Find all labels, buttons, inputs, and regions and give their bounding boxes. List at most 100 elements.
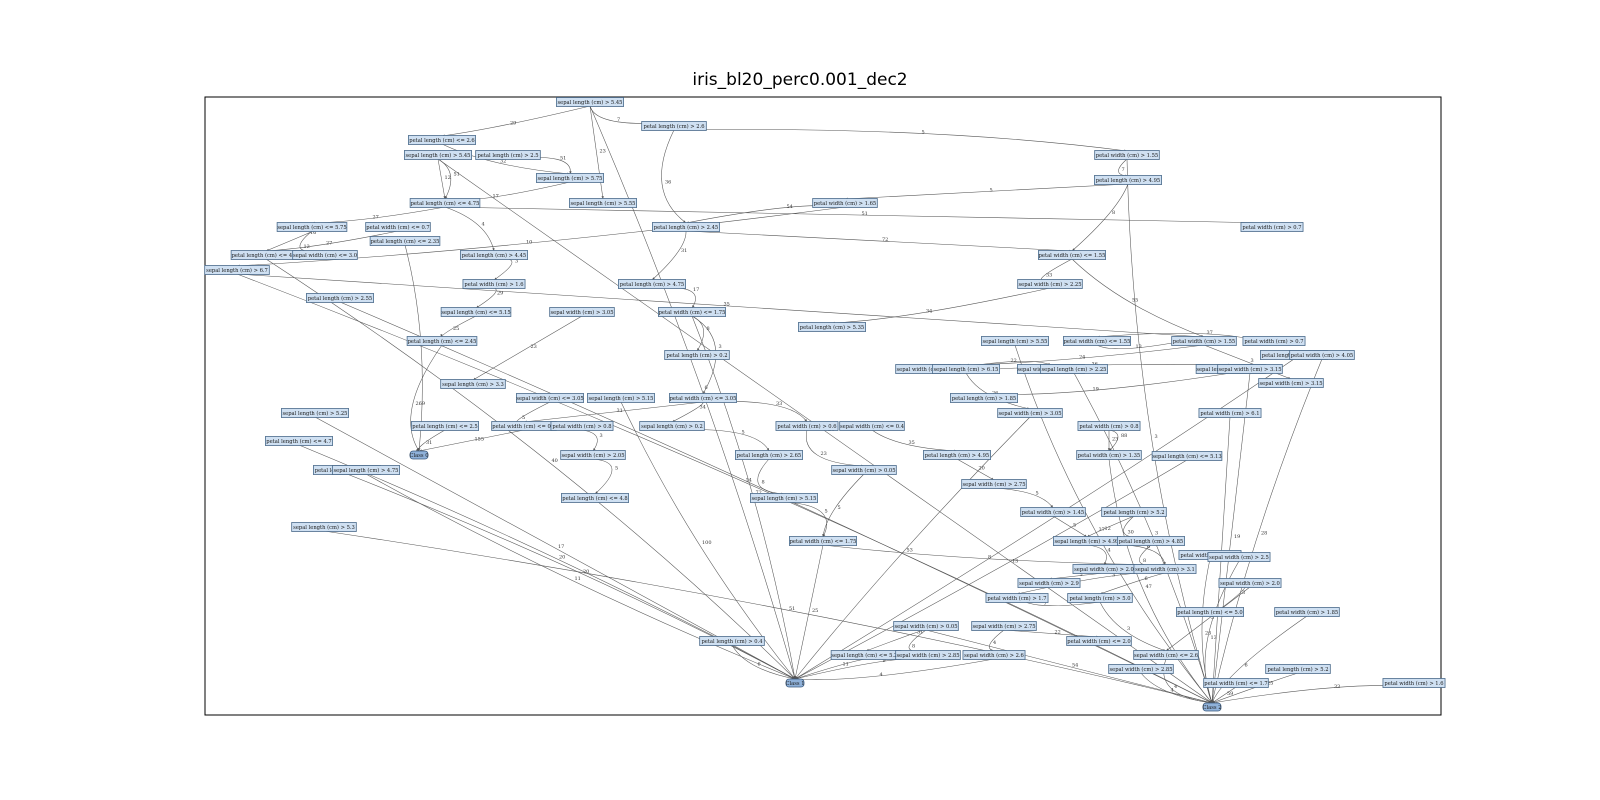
node-label: petal width (cm) <= 2.0 — [1067, 638, 1130, 645]
edge-label: 27 — [373, 215, 379, 221]
node-box — [440, 379, 506, 389]
edge-arrowhead — [1210, 700, 1213, 703]
node-label: petal length (cm) > 2.65 — [737, 452, 801, 459]
edge-label: 28 — [1261, 531, 1267, 537]
edge-label: 29 — [497, 290, 503, 296]
edge-label: 27 — [326, 241, 332, 247]
condition-node: sepal width (cm) > 2.75 — [961, 479, 1027, 489]
condition-node: petal width (cm) > 1.45 — [1020, 507, 1086, 517]
node-label: sepal width (cm) > 2.25 — [1018, 281, 1081, 288]
edge-label: 37 — [1099, 527, 1105, 533]
edge-n32-n38 — [1203, 344, 1292, 380]
edge-label: 7 — [617, 117, 620, 123]
edge-label: 5 — [1080, 572, 1083, 578]
condition-node: sepal length (cm) <= 5.75 — [276, 222, 348, 232]
condition-node: petal width (cm) > 4.05 — [1289, 350, 1355, 360]
edge-label: 88 — [1121, 433, 1127, 439]
condition-node: sepal length (cm) > 5.15 — [750, 493, 819, 503]
node-box — [641, 121, 707, 131]
node-box — [893, 621, 959, 631]
edge-label: 3 — [1242, 590, 1245, 596]
edge-n37-n44 — [983, 372, 1232, 395]
node-box — [1176, 607, 1245, 617]
node-box — [1218, 578, 1282, 588]
condition-node: sepal width (cm) > 2.05 — [560, 450, 626, 460]
node-label: sepal width (cm) > 2.75 — [972, 623, 1035, 630]
node-box — [516, 393, 585, 403]
edge-label: 31 — [617, 408, 623, 414]
node-label: petal length (cm) > 4.45 — [462, 252, 526, 259]
edge-n50-c0 — [418, 429, 525, 452]
node-label: sepal length (cm) > 5.25 — [283, 410, 348, 417]
condition-node: sepal length (cm) <= 5.15 — [440, 307, 512, 317]
node-label: sepal length (cm) > 4.75 — [334, 467, 399, 474]
node-label: sepal length (cm) <= 5.13 — [1152, 453, 1221, 460]
edge-label: 72 — [756, 490, 762, 496]
node-box — [365, 222, 431, 232]
node-box — [1265, 664, 1331, 674]
node-label: petal width (cm) <= 0.6 — [492, 423, 555, 430]
node-label: petal length (cm) > 4.95 — [1096, 177, 1160, 184]
edge-label: 8 — [912, 644, 915, 650]
condition-node: petal length (cm) > 4.45 — [459, 250, 528, 260]
node-label: sepal length (cm) > 6.7 — [206, 267, 268, 274]
edge-label: 8 — [1143, 558, 1146, 564]
edge-label: 12 — [1105, 526, 1111, 532]
node-box — [831, 465, 897, 475]
class-node-class-0: Class 0 — [410, 450, 429, 460]
node-label: petal width (cm) <= 1.7 — [1204, 680, 1267, 687]
node-label: sepal length (cm) > 2.25 — [1042, 366, 1107, 373]
edge-label: 20 — [979, 466, 985, 472]
node-label: petal width (cm) > 6.1 — [1200, 410, 1259, 417]
edge-label: 12 — [445, 175, 451, 181]
edge-n4-c2 — [437, 158, 1213, 704]
condition-node: petal length (cm) > 4.85 — [1117, 536, 1186, 546]
node-label: sepal width (cm) > 2.85 — [1109, 666, 1172, 673]
node-box — [1151, 451, 1223, 461]
edge-label: 13 — [1136, 344, 1142, 350]
condition-node: petal length (cm) <= 4.7 — [264, 436, 333, 446]
node-box — [699, 636, 765, 646]
condition-node: petal length (cm) > 4.75 — [618, 279, 687, 289]
condition-node: petal width (cm) <= 1.55 — [1038, 250, 1107, 260]
edge-n49-c0 — [418, 429, 446, 452]
node-box — [735, 450, 804, 460]
condition-node: petal length (cm) > 5.35 — [798, 322, 867, 332]
node-box — [1217, 364, 1283, 374]
node-box — [305, 293, 374, 303]
node-box — [932, 364, 1001, 374]
edge-label: 4 — [482, 221, 485, 227]
node-label: petal width (cm) > 0.8 — [552, 423, 611, 430]
condition-node: sepal width (cm) > 3.05 — [997, 408, 1063, 418]
edge-n10-n21 — [236, 206, 846, 267]
condition-node: petal length (cm) <= 4.75 — [409, 198, 481, 208]
edge-n65-c2 — [323, 530, 1213, 704]
node-label: petal length (cm) <= 4.7 — [266, 438, 331, 445]
edge-n18-c0 — [404, 244, 423, 452]
condition-node: petal width (cm) > 1.6 — [462, 279, 526, 289]
edge-label: 20 — [583, 569, 589, 575]
condition-node: petal length (cm) <= 5.0 — [1176, 607, 1245, 617]
edge-label: 32 — [500, 159, 506, 165]
node-box — [652, 222, 721, 232]
edge-label: 3 — [1127, 626, 1130, 632]
node-label: sepal width (cm) > 3.15 — [1259, 380, 1322, 387]
edge-label: 17 — [493, 194, 499, 200]
condition-node: petal width (cm) <= 0.7 — [365, 222, 431, 232]
node-label: petal length (cm) <= 2.6 — [409, 137, 474, 144]
edge-label: 3 — [1155, 530, 1158, 536]
condition-node: petal length (cm) > 2.6 — [641, 121, 707, 131]
edge-n76-n83 — [1099, 601, 1167, 652]
edge-n51-n57 — [581, 429, 598, 452]
node-box — [785, 678, 805, 688]
condition-node: petal length (cm) <= 2.45 — [406, 336, 478, 346]
edge-label: 59 — [1227, 691, 1233, 697]
node-label: petal width (cm) <= 0.7 — [366, 224, 429, 231]
edge-label: 51 — [789, 606, 795, 612]
node-box — [985, 593, 1049, 603]
node-label: petal width (cm) > 1.35 — [1078, 452, 1140, 459]
node-box — [950, 393, 1019, 403]
condition-node: petal width (cm) <= 3.05 — [669, 393, 738, 403]
node-label: sepal length (cm) > 5.45 — [558, 99, 623, 106]
condition-node: sepal length (cm) > 5.15 — [587, 393, 656, 403]
